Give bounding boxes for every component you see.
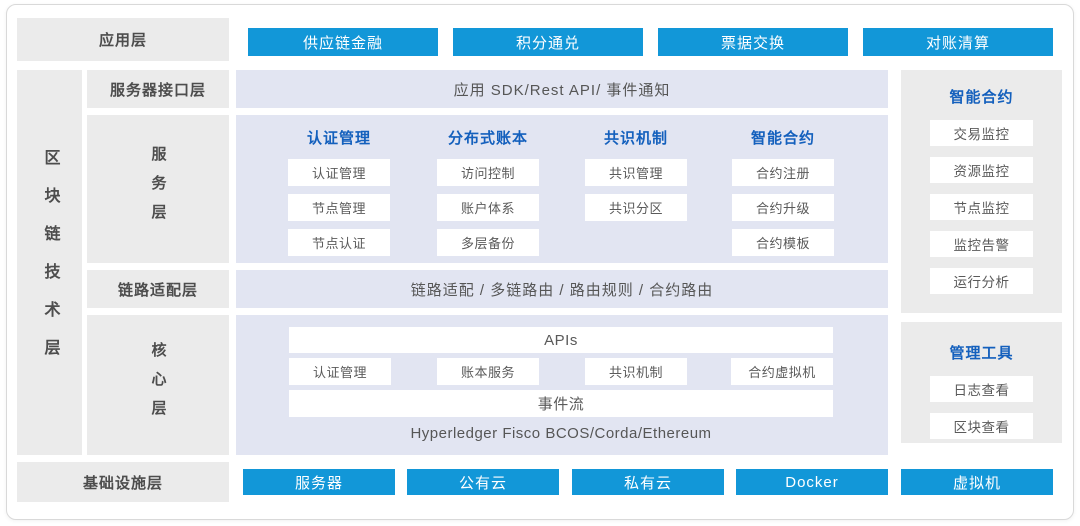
adapter-layer-content: 链路适配 / 多链路由 / 路由规则 / 合约路由 xyxy=(410,281,714,299)
monitor-panel-item: 交易监控 xyxy=(930,120,1033,146)
service-column-header: 共识机制 xyxy=(603,130,668,147)
tools-panel-header: 管理工具 xyxy=(949,345,1014,362)
service-chip: 节点认证 xyxy=(288,229,390,256)
platforms-text: Hyperledger Fisco BCOS/Corda/Ethereum xyxy=(410,425,712,442)
service-chip: 合约注册 xyxy=(732,159,834,186)
tools-panel-item: 区块查看 xyxy=(930,413,1033,439)
core-module-chip: 共识机制 xyxy=(585,358,687,385)
app-button-supply-chain-finance: 供应链金融 xyxy=(248,28,438,56)
service-column-header: 智能合约 xyxy=(750,130,815,147)
infra-layer-label-box: 基础设施层 xyxy=(17,462,229,502)
service-column-header: 分布式账本 xyxy=(447,130,528,147)
interface-layer-band: 应用 SDK/Rest API/ 事件通知 xyxy=(236,70,888,108)
blockchain-tech-layer-spine: 区块链技术层 xyxy=(17,70,82,455)
service-chip: 访问控制 xyxy=(437,159,539,186)
service-column-smart-contract: 智能合约 合约注册 合约升级 合约模板 xyxy=(732,115,834,256)
service-layer-label-box: 服务层 xyxy=(87,115,229,263)
service-column-consensus: 共识机制 共识管理 共识分区 xyxy=(585,115,687,221)
service-chip: 节点管理 xyxy=(288,194,390,221)
infra-button-server: 服务器 xyxy=(243,469,395,495)
service-layer-label: 服务层 xyxy=(149,145,167,233)
blockchain-tech-layer-label: 区块链技术层 xyxy=(41,148,59,377)
infra-layer-label: 基础设施层 xyxy=(82,474,163,492)
tools-panel-item: 日志查看 xyxy=(930,376,1033,402)
monitor-panel-item: 监控告警 xyxy=(930,231,1033,257)
infra-button-vm: 虚拟机 xyxy=(901,469,1053,495)
service-chip: 账户体系 xyxy=(437,194,539,221)
service-chip: 共识管理 xyxy=(585,159,687,186)
service-column-header: 认证管理 xyxy=(306,130,371,147)
adapter-layer-label-box: 链路适配层 xyxy=(87,270,229,308)
infra-button-private-cloud: 私有云 xyxy=(572,469,724,495)
service-chip: 多层备份 xyxy=(437,229,539,256)
smart-contract-monitor-panel: 智能合约 交易监控 资源监控 节点监控 监控告警 运行分析 xyxy=(901,70,1062,313)
service-chip: 合约模板 xyxy=(732,229,834,256)
core-module-chip: 合约虚拟机 xyxy=(731,358,833,385)
monitor-panel-item: 资源监控 xyxy=(930,157,1033,183)
apis-bar: APIs xyxy=(289,327,833,353)
infra-button-docker: Docker xyxy=(736,469,888,495)
service-chip: 认证管理 xyxy=(288,159,390,186)
core-module-chip: 账本服务 xyxy=(437,358,539,385)
adapter-layer-label: 链路适配层 xyxy=(117,281,198,299)
service-chip: 共识分区 xyxy=(585,194,687,221)
adapter-layer-band: 链路适配 / 多链路由 / 路由规则 / 合约路由 xyxy=(236,270,888,308)
app-button-reconciliation-clearing: 对账清算 xyxy=(863,28,1053,56)
infra-button-public-cloud: 公有云 xyxy=(407,469,559,495)
interface-layer-content: 应用 SDK/Rest API/ 事件通知 xyxy=(453,81,671,99)
app-layer-label: 应用层 xyxy=(98,32,147,49)
event-stream-bar: 事件流 xyxy=(289,390,833,417)
app-button-points-exchange: 积分通兑 xyxy=(453,28,643,56)
interface-layer-label: 服务器接口层 xyxy=(109,81,206,99)
app-button-bill-exchange: 票据交换 xyxy=(658,28,848,56)
service-column-auth: 认证管理 认证管理 节点管理 节点认证 xyxy=(288,115,390,256)
core-layer-label-box: 核心层 xyxy=(87,315,229,455)
interface-layer-label-box: 服务器接口层 xyxy=(87,70,229,108)
service-chip: 合约升级 xyxy=(732,194,834,221)
service-column-ledger: 分布式账本 访问控制 账户体系 多层备份 xyxy=(437,115,539,256)
core-module-chip: 认证管理 xyxy=(289,358,391,385)
monitor-panel-header: 智能合约 xyxy=(949,89,1014,106)
monitor-panel-item: 节点监控 xyxy=(930,194,1033,220)
management-tools-panel: 管理工具 日志查看 区块查看 xyxy=(901,322,1062,443)
core-layer-label: 核心层 xyxy=(149,341,167,429)
app-layer-label-box: 应用层 xyxy=(17,18,229,61)
monitor-panel-item: 运行分析 xyxy=(930,268,1033,294)
